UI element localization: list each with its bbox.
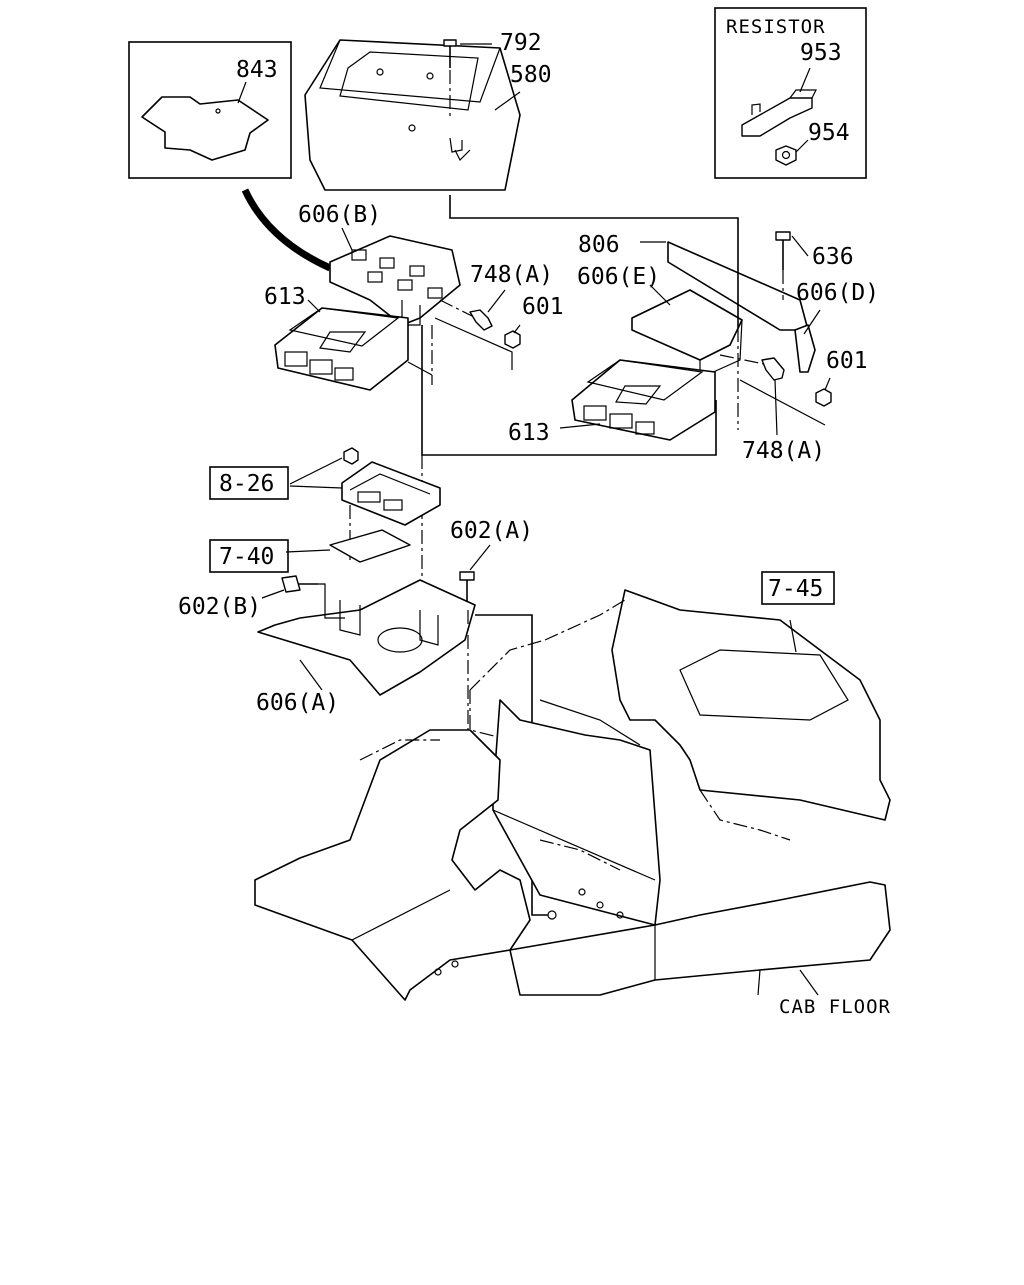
cover-580 [304,39,521,191]
callout-954: 954 [808,120,850,146]
cab-floor [254,589,891,1001]
module-8-26 [289,447,441,560]
callout-613-left: 613 [264,284,306,310]
resistor-box: RESISTOR [714,7,867,179]
callout-580: 580 [510,62,552,88]
callout-606b: 606(B) [298,202,381,228]
bolt-748a-left [439,289,506,331]
curved-arrow-icon [241,188,332,272]
bracket-606a [257,579,476,696]
nut-601-right [815,377,832,407]
cab-floor-label: CAB FLOOR [779,996,891,1018]
nut-954 [775,145,797,166]
ecu-613-left [274,299,409,391]
callout-748a-right: 748(A) [742,438,825,464]
bolt-602b [261,575,345,619]
callout-606d: 606(D) [796,280,879,306]
resistor-953 [741,97,813,137]
bolt-636 [775,231,809,300]
callout-606a: 606(A) [256,690,339,716]
bolt-792 [443,39,492,120]
bracket-606d [794,309,821,373]
nut-601-left [504,324,521,349]
callout-806: 806 [578,232,620,258]
ecu-613-right [559,359,716,441]
ref-box-8-26[interactable]: 8-26 [209,466,289,500]
ref-box-7-45[interactable]: 7-45 [761,571,835,605]
callout-601-left: 601 [522,294,564,320]
resistor-title: RESISTOR [726,16,826,38]
callout-606e: 606(E) [577,264,660,290]
ref-7-45-label: 7-45 [768,576,823,602]
sheet-7-40 [285,529,411,563]
gasket-843 [141,96,269,161]
bolt-602a [459,544,491,602]
bolt-748a-right [719,354,785,436]
callout-953: 953 [800,40,842,66]
ref-box-7-40[interactable]: 7-40 [209,539,289,573]
ref-8-26-label: 8-26 [219,471,274,497]
callout-748a-left: 748(A) [470,262,553,288]
callout-602b: 602(B) [178,594,261,620]
callout-613-right: 613 [508,420,550,446]
bracket-606b [329,227,461,326]
inset-box-843 [128,41,292,179]
callout-601-right: 601 [826,348,868,374]
callout-843: 843 [236,57,278,83]
callout-636: 636 [812,244,854,270]
callout-602a: 602(A) [450,518,533,544]
ref-7-40-label: 7-40 [219,544,274,570]
callout-792: 792 [500,30,542,56]
bracket-606e [631,284,743,379]
